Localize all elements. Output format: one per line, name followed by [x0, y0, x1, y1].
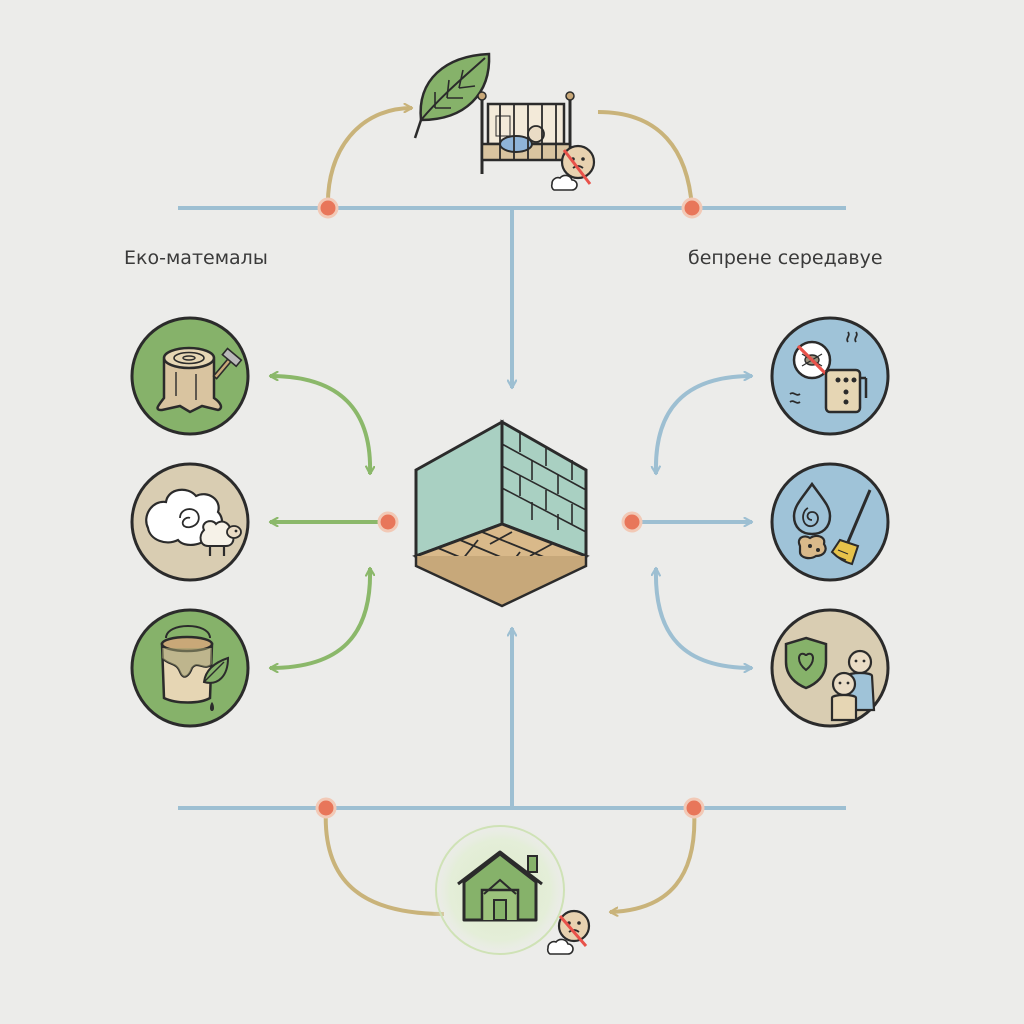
room-corner-icon — [412, 419, 590, 608]
top-axis — [178, 108, 846, 388]
crib-icon — [477, 91, 575, 174]
home-icon — [428, 818, 572, 962]
bottom-left-arc — [323, 807, 445, 916]
left-connectors — [270, 376, 399, 668]
right-group-label: бепрене середавуе — [688, 247, 883, 269]
top-right-arc — [597, 110, 694, 209]
left-group-label: Еко-матемалы — [124, 247, 268, 269]
eco-paint-icon — [130, 608, 250, 728]
family-protection-icon — [770, 608, 890, 728]
right-connectors — [621, 376, 752, 668]
cleaning-icon — [770, 462, 890, 582]
top-left-arrow — [325, 108, 412, 209]
right-bottom-arrow — [656, 568, 752, 668]
right-top-arrow — [656, 376, 752, 474]
wool-sheep-icon — [130, 462, 250, 582]
baby-allergy-icon — [550, 144, 596, 191]
bottom-right-arrow — [610, 807, 697, 912]
baby-allergy-icon — [546, 909, 591, 955]
left-top-arrow — [270, 376, 370, 474]
air-purifier-icon — [770, 316, 890, 436]
leaf-icon — [413, 52, 491, 139]
left-bottom-arrow — [270, 568, 370, 668]
tree-stump-icon — [130, 316, 250, 436]
bottom-axis — [178, 628, 846, 914]
